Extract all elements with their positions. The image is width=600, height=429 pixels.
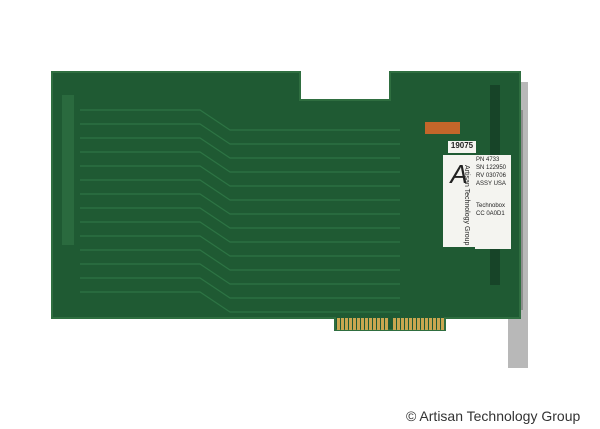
pin-header — [62, 95, 74, 245]
gold-finger — [421, 318, 424, 330]
gold-finger — [393, 318, 396, 330]
trace — [80, 277, 400, 299]
trace — [80, 291, 400, 313]
trace — [80, 179, 400, 201]
gold-finger — [405, 318, 408, 330]
technobox-text: Technobox — [476, 203, 506, 209]
trace — [80, 249, 400, 271]
part-number: PN 4733 — [476, 157, 500, 163]
trace — [80, 221, 400, 243]
gold-finger — [361, 318, 364, 330]
cc-code: CC 0A0D1 — [476, 211, 505, 217]
watermark: © Artisan Technology Group — [406, 408, 581, 424]
gold-finger — [365, 318, 368, 330]
gold-finger — [345, 318, 348, 330]
gold-finger — [341, 318, 344, 330]
gold-finger — [433, 318, 436, 330]
gold-finger — [441, 318, 444, 330]
ribbon-component — [425, 122, 460, 134]
gold-finger — [353, 318, 356, 330]
artisan-sticker: A Artisan Technology Group — [443, 155, 475, 247]
trace — [80, 151, 400, 173]
gold-finger — [381, 318, 384, 330]
trace — [80, 193, 400, 215]
gold-finger — [369, 318, 372, 330]
gold-finger — [385, 318, 388, 330]
gold-finger — [417, 318, 420, 330]
trace — [80, 165, 400, 187]
gold-finger — [357, 318, 360, 330]
traces — [80, 109, 400, 313]
trace — [80, 123, 400, 145]
artisan-logo: A — [450, 159, 468, 189]
sticker-text: Artisan Technology Group — [463, 165, 470, 246]
revision: RV 030706 — [476, 173, 506, 179]
edge-connector — [337, 318, 444, 330]
trace — [80, 207, 400, 229]
pcb-board — [51, 71, 521, 331]
gold-finger — [409, 318, 412, 330]
serial-number: SN 122950 — [476, 165, 507, 171]
assembly: ASSY USA — [476, 181, 506, 187]
trace — [80, 263, 400, 285]
trace — [80, 137, 400, 159]
gold-finger — [413, 318, 416, 330]
gold-finger — [401, 318, 404, 330]
gold-finger — [373, 318, 376, 330]
serial-tag: 19075 — [448, 141, 476, 153]
trace — [80, 109, 400, 131]
gold-finger — [377, 318, 380, 330]
info-label: PN 4733 SN 122950 RV 030706 ASSY USA Tec… — [475, 155, 511, 249]
trace — [80, 235, 400, 257]
gold-finger — [425, 318, 428, 330]
gold-finger — [437, 318, 440, 330]
gold-finger — [429, 318, 432, 330]
gold-finger — [337, 318, 340, 330]
gold-finger — [397, 318, 400, 330]
gold-finger — [349, 318, 352, 330]
